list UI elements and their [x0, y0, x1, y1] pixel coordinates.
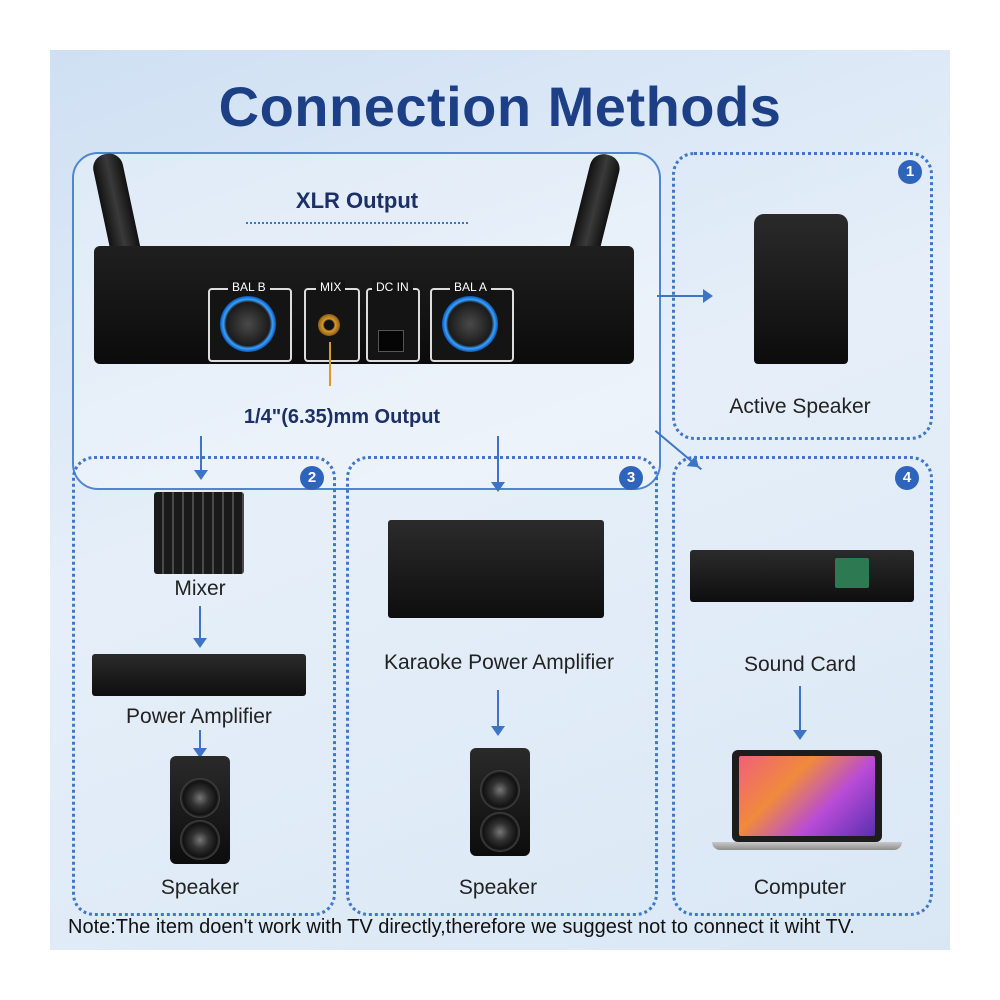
dc-jack-icon — [378, 330, 404, 352]
speaker-3-cone-bottom — [480, 812, 520, 852]
xlr-output-label: XLR Output — [295, 188, 419, 213]
method-4-step-2: Computer — [753, 876, 847, 899]
method-4-badge: 4 — [895, 466, 919, 490]
method-2-step-3: Speaker — [160, 876, 240, 899]
tv-note: Note:The item doen't work with TV direct… — [68, 916, 855, 938]
power-amplifier-image — [92, 654, 306, 696]
mixer-image — [154, 492, 244, 574]
mix-output-line — [329, 342, 331, 386]
sound-card-image — [690, 550, 914, 602]
method-1-step-1: Active Speaker — [729, 395, 871, 418]
quarter-inch-output-label: 1/4"(6.35)mm Output — [243, 406, 441, 428]
method-1-badge: 1 — [898, 160, 922, 184]
method-2-box — [72, 456, 336, 916]
arrow-to-method-1 — [657, 289, 713, 303]
bal-b-label: BAL B — [228, 280, 270, 294]
arrow-sound-card-to-computer — [793, 686, 807, 740]
receiver-rear-panel — [94, 246, 634, 364]
arrow-karaoke-amp-to-speaker — [491, 690, 505, 736]
method-1-box — [672, 152, 933, 440]
dc-in-label: DC IN — [372, 280, 413, 294]
method-4-step-1: Sound Card — [743, 653, 857, 676]
bal-a-label: BAL A — [450, 280, 491, 294]
method-2-step-2: Power Amplifier — [126, 705, 272, 728]
xlr-connector-line — [246, 222, 468, 224]
method-3-badge: 3 — [619, 466, 643, 490]
arrow-to-method-2 — [194, 436, 208, 480]
speaker-3-cone-top — [480, 770, 520, 810]
speaker-2-cone-bottom — [180, 820, 220, 860]
active-speaker-image — [754, 214, 848, 364]
page-title: Connection Methods — [218, 75, 782, 138]
laptop-display — [739, 756, 875, 836]
arrow-mixer-to-amp — [193, 606, 207, 648]
method-2-badge: 2 — [300, 466, 324, 490]
method-3-box — [346, 456, 658, 916]
method-3-step-2: Speaker — [458, 876, 538, 899]
method-4-box — [672, 456, 933, 916]
arrow-to-method-3 — [491, 436, 505, 492]
quarter-inch-jack-icon — [318, 314, 340, 336]
infographic: Connection Methods XLR Output BAL B MIX … — [50, 50, 950, 950]
speaker-2-cone-top — [180, 778, 220, 818]
xlr-jack-b-icon — [220, 296, 276, 352]
mix-label: MIX — [316, 280, 346, 294]
arrow-amp-to-speaker — [193, 730, 207, 758]
method-2-step-1: Mixer — [174, 577, 226, 600]
karaoke-amplifier-image — [388, 520, 604, 618]
xlr-jack-a-icon — [442, 296, 498, 352]
method-3-step-1: Karaoke Power Amplifier — [384, 651, 614, 674]
sound-card-display — [835, 558, 869, 588]
laptop-base — [712, 842, 902, 850]
